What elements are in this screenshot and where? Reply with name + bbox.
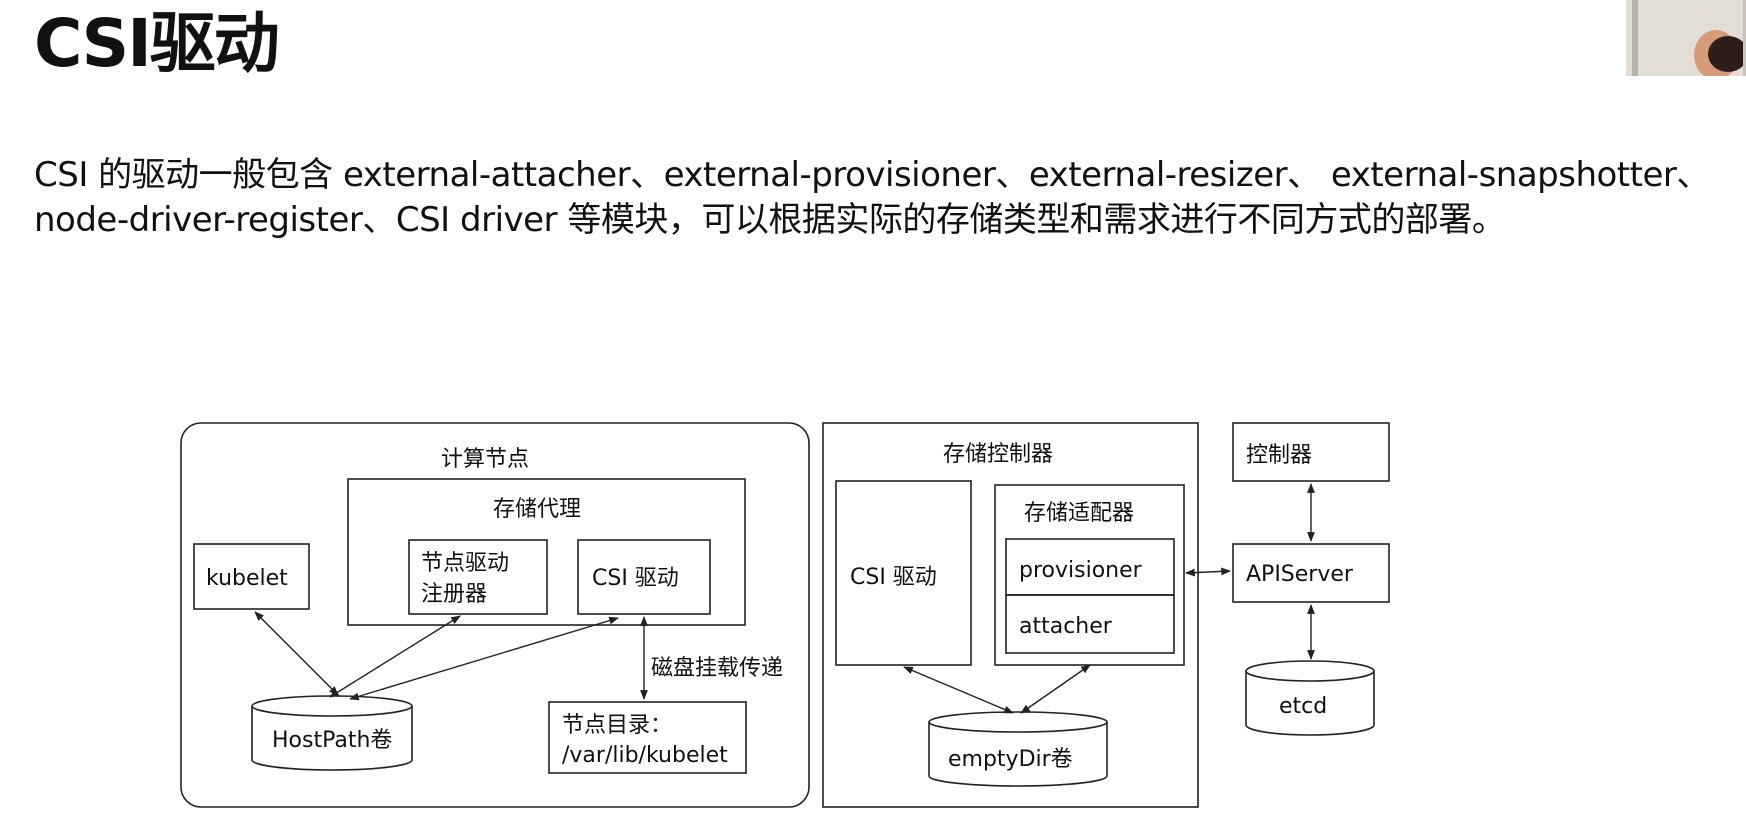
apiserver-box [1232,543,1390,603]
adapter-emptydir-arrow [1020,664,1091,714]
node-driver-registrar-box [408,539,548,615]
controller-box [1232,422,1390,482]
compute-node-title: 计算节点 [441,447,529,472]
hostpath-volume-label: HostPath卷 [272,728,392,753]
attacher-label: attacher [1019,614,1113,639]
slide-body-text: CSI 的驱动一般包含 external-attacher、external-p… [34,155,1710,240]
emptydir-volume-cylinder [928,711,1108,787]
etcd-label: etcd [1279,694,1327,719]
disk-mount-propagation-label: 磁盘挂载传递 [651,656,783,681]
attacher-box [1005,594,1175,654]
storage-adapter-title: 存储适配器 [1024,501,1134,526]
kubelet-box [193,543,310,610]
storage-controller-group [822,422,1199,808]
csi-driver-emptydir-arrow [903,666,1014,714]
slide-title: CSI驱动 [34,5,280,82]
kubelet-hostpath-arrow [254,611,339,696]
storage-controller-title: 存储控制器 [943,442,1053,467]
node-driver-registrar-label-line1: 节点驱动 [421,551,509,576]
kubelet-label: kubelet [206,566,288,591]
compute-node-group [180,422,810,808]
node-directory-box [548,701,747,774]
controller-csi-driver-label: CSI 驱动 [850,565,937,590]
webcam-thumbnail [1626,0,1746,76]
webcam-frame [1743,0,1746,76]
node-directory-label-line1: 节点目录： [562,713,672,738]
node-directory-label-line2: /var/lib/kubelet [562,743,728,768]
emptydir-volume-label: emptyDir卷 [948,747,1073,772]
apiserver-label: APIServer [1246,562,1354,587]
compute-csi-driver-label: CSI 驱动 [592,566,679,591]
controller-csi-driver-box [835,480,972,666]
node-driver-registrar-label-line2: 注册器 [421,582,487,607]
compute-csi-driver-box [577,539,711,615]
csi-driver-hostpath-arrow [349,616,619,701]
provisioner-label: provisioner [1019,558,1143,583]
provisioner-apiserver-arrow [1185,567,1231,577]
etcd-cylinder [1245,660,1375,736]
controller-label: 控制器 [1246,443,1312,468]
webcam-pole [1632,0,1638,76]
webcam-person-hair [1708,36,1746,72]
storage-agent-title: 存储代理 [493,497,581,522]
